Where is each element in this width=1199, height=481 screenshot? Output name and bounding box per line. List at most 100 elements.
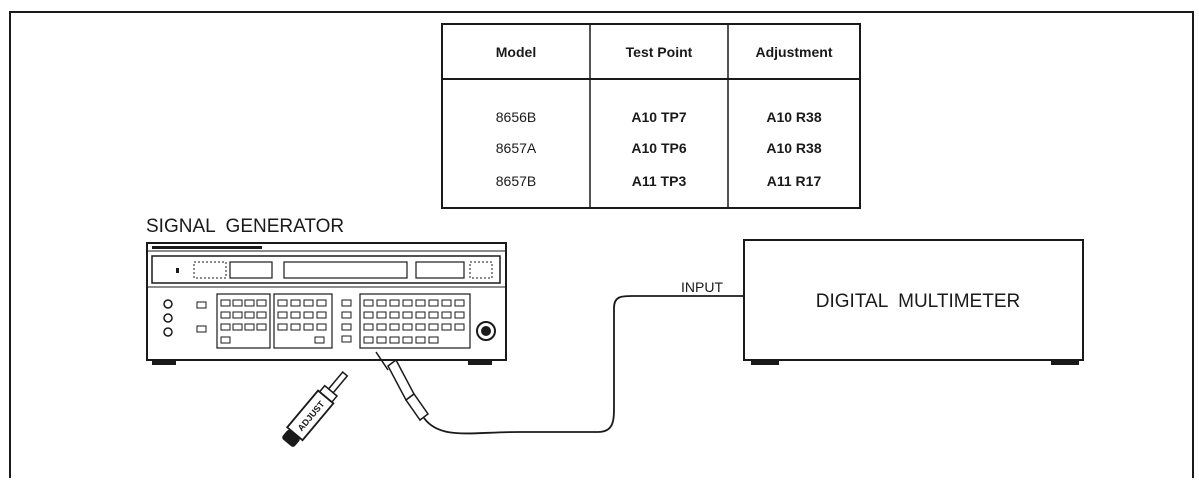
table-border	[441, 23, 861, 209]
panel-key	[303, 311, 314, 319]
panel-key	[454, 323, 465, 331]
panel-key	[415, 311, 426, 319]
table-cell-model: 8656B	[496, 109, 536, 125]
panel-key	[277, 323, 288, 331]
panel-key	[220, 323, 231, 331]
table-header-adjustment: Adjustment	[756, 44, 833, 60]
table-cell-adjustment: A10 R38	[766, 109, 821, 125]
digital-multimeter: DIGITAL MULTIMETER	[743, 239, 1084, 365]
probe-body	[387, 358, 415, 402]
panel-key	[363, 336, 374, 344]
panel-key	[454, 311, 465, 319]
knob-icon	[163, 313, 173, 323]
rotary-knob-icon	[481, 326, 491, 336]
key-group	[216, 293, 271, 349]
panel-key	[244, 323, 255, 331]
panel-key	[415, 299, 426, 307]
panel-key	[316, 299, 327, 307]
panel-key	[341, 311, 352, 319]
table-cell-test-point: A11 TP3	[632, 173, 687, 189]
table-cell-model: 8657B	[496, 173, 536, 189]
generator-foot	[468, 360, 492, 365]
test-probe	[375, 351, 430, 422]
panel-key	[363, 323, 374, 331]
panel-key	[402, 311, 413, 319]
panel-key	[220, 299, 231, 307]
panel-key	[316, 311, 327, 319]
panel-key	[363, 299, 374, 307]
table-cell-adjustment: A11 R17	[767, 173, 822, 189]
panel-key	[428, 299, 439, 307]
panel-key	[441, 323, 452, 331]
panel-key	[402, 336, 413, 344]
knob-icon	[163, 327, 173, 337]
multimeter-foot	[1051, 360, 1079, 365]
multimeter-case	[743, 239, 1084, 361]
signal-generator-label: SIGNAL GENERATOR	[146, 216, 344, 237]
probe-grip	[404, 392, 430, 422]
panel-key	[389, 336, 400, 344]
panel-key	[341, 335, 352, 343]
knob-icon	[163, 299, 173, 309]
panel-key	[232, 299, 243, 307]
table-cell-test-point: A10 TP7	[631, 109, 686, 125]
panel-key	[428, 311, 439, 319]
panel-key	[256, 311, 267, 319]
panel-key	[196, 301, 207, 309]
panel-key	[244, 299, 255, 307]
table-cell-adjustment: A10 R38	[766, 140, 821, 156]
display-indicator	[176, 268, 179, 273]
keypad	[196, 299, 465, 344]
table-cell-test-point: A10 TP6	[631, 140, 686, 156]
panel-key	[341, 299, 352, 307]
panel-key	[290, 311, 301, 319]
diagram-frame	[9, 11, 1194, 478]
panel-key	[415, 336, 426, 344]
table-cell-model: 8657A	[496, 140, 537, 156]
panel-key	[376, 336, 387, 344]
panel-key	[441, 311, 452, 319]
panel-key	[389, 323, 400, 331]
panel-key	[290, 299, 301, 307]
test-point-table: Model Test Point Adjustment 8656B A10 TP…	[441, 23, 861, 209]
rotary-knob-icon	[476, 321, 496, 341]
panel-key	[303, 299, 314, 307]
screwdriver-grip	[282, 429, 300, 447]
panel-key	[232, 311, 243, 319]
adjust-screwdriver: ADJUST	[282, 371, 349, 447]
multimeter-foot	[751, 360, 779, 365]
panel-key	[220, 311, 231, 319]
display-readout	[283, 261, 408, 279]
screwdriver-shaft	[327, 371, 349, 394]
panel-key	[376, 323, 387, 331]
panel-key	[389, 311, 400, 319]
panel-key	[277, 299, 288, 307]
panel-key	[402, 323, 413, 331]
panel-key	[341, 323, 352, 331]
panel-key	[428, 323, 439, 331]
panel-key	[428, 336, 439, 344]
panel-key	[415, 323, 426, 331]
display-segment	[193, 261, 227, 279]
panel-key	[363, 311, 374, 319]
key-group	[359, 293, 471, 349]
screwdriver-handle	[285, 389, 335, 442]
panel-key	[389, 299, 400, 307]
panel-key	[303, 323, 314, 331]
display-readout	[229, 261, 273, 279]
table-header-test-point: Test Point	[626, 44, 693, 60]
panel-key	[232, 323, 243, 331]
panel-key	[290, 323, 301, 331]
generator-display-panel	[151, 255, 501, 284]
panel-key	[196, 325, 207, 333]
input-label: INPUT	[681, 279, 723, 295]
panel-key	[376, 311, 387, 319]
panel-key	[441, 299, 452, 307]
multimeter-label: DIGITAL MULTIMETER	[816, 291, 1020, 312]
panel-key	[316, 323, 327, 331]
display-readout	[415, 261, 465, 279]
test-cable	[423, 295, 744, 435]
generator-foot	[152, 360, 176, 365]
panel-key	[256, 323, 267, 331]
